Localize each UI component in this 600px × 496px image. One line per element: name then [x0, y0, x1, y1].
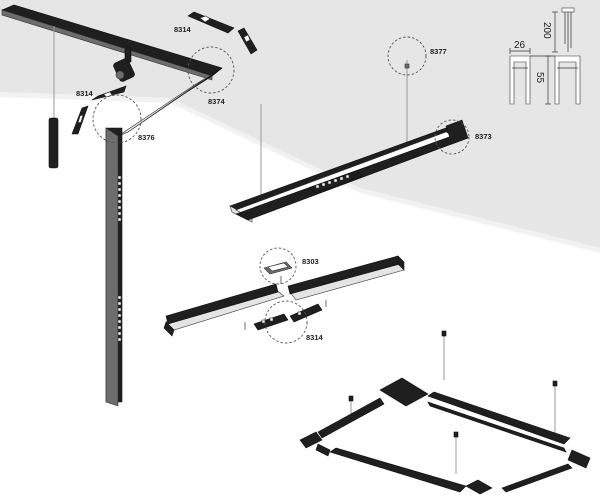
- joined-track-assembly: [163, 255, 405, 337]
- frame-beam-bottom-left: [329, 447, 467, 493]
- spot-connector-top: [187, 11, 258, 55]
- suspension-length-dimension: 200: [541, 22, 552, 39]
- ceiling-plane: [0, 0, 600, 248]
- outer-corner-callout: [92, 94, 142, 144]
- profile-width-dimension: 26: [514, 40, 526, 51]
- frame-corner-bottom: [465, 479, 493, 495]
- power-feed-label: 8314: [306, 333, 324, 342]
- suspension-label: 8377: [430, 47, 447, 56]
- track-diffuser: [117, 77, 207, 137]
- profile-height-dimension: 55: [534, 72, 545, 84]
- frame-beam-top-right: [427, 391, 571, 445]
- straight-joiner: [263, 261, 293, 284]
- end-cap-label: 8373: [475, 132, 492, 141]
- power-feed-connector: [244, 300, 327, 331]
- ceiling-edge: [0, 92, 600, 253]
- corner-connector-callout: [187, 46, 235, 94]
- pendant-light: [48, 26, 59, 169]
- spot-connector-left: [71, 85, 127, 135]
- frame-corner-top: [379, 377, 429, 407]
- suspended-linear-luminaire: [229, 60, 469, 223]
- end-cap: [445, 119, 469, 145]
- corner-connector-label: 8374: [208, 97, 226, 106]
- suspension-fixing: [404, 63, 410, 69]
- power-feed-callout: [264, 300, 308, 344]
- outer-corner-label: 8376: [138, 133, 155, 142]
- wall-track-leds: [117, 175, 122, 342]
- spotlight: [113, 47, 135, 82]
- end-cap-callout: [434, 119, 470, 155]
- luminaire-spot-module: [309, 170, 363, 194]
- joiner-label: 8303: [302, 257, 319, 266]
- joiner-callout: [259, 247, 297, 285]
- spot-connector-top-label: 8314: [174, 25, 192, 34]
- profile-dimension-drawing: [509, 7, 581, 105]
- suspension-callout: [387, 36, 427, 76]
- wall-track-side: [105, 127, 119, 407]
- frame-beam-bottom-right: [501, 463, 573, 493]
- frame-beam-top-left: [317, 397, 385, 439]
- rectangular-frame-assembly: [299, 330, 591, 495]
- spot-connector-left-label: 8314: [76, 89, 94, 98]
